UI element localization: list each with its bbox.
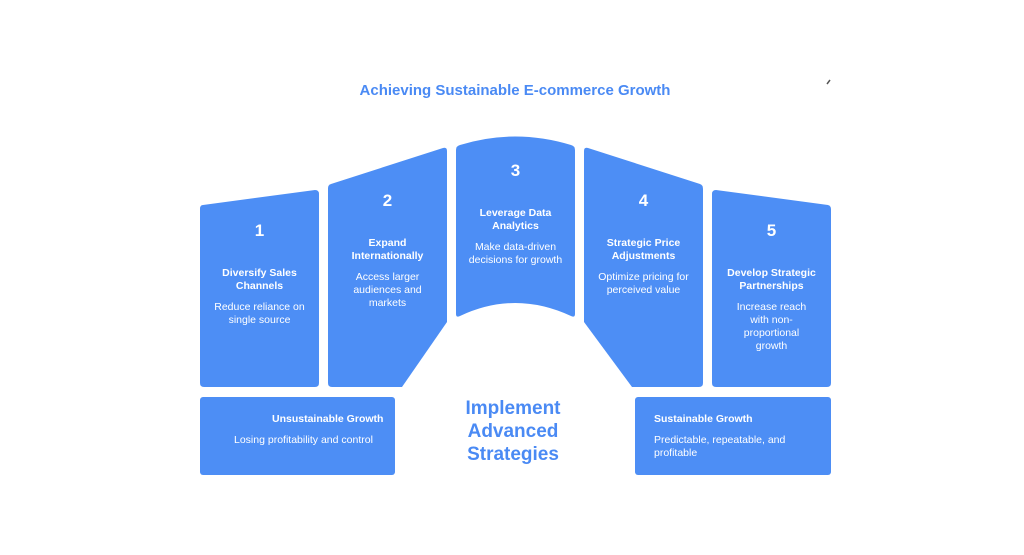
unsustainable-box-shape: [200, 397, 395, 475]
card-3-shape: [456, 136, 575, 317]
card-1: 1 Diversify Sales Channels Reduce relian…: [200, 221, 319, 327]
step-description: Make data-driven decisions for growth: [468, 241, 563, 266]
box-heading: Unsustainable Growth: [272, 413, 384, 425]
card-2: 2 Expand Internationally Access larger a…: [328, 191, 447, 310]
pen-mark-icon: [826, 79, 831, 85]
card-3: 3 Leverage Data Analytics Make data-driv…: [456, 161, 575, 267]
step-heading: Strategic Price Adjustments: [606, 237, 681, 262]
step-description: Reduce reliance on single source: [214, 301, 305, 326]
step-description: Access larger audiences and markets: [353, 271, 422, 309]
step-number: 2: [382, 191, 393, 210]
card-1-shape: [200, 190, 319, 387]
step-heading: Leverage Data Analytics: [479, 207, 552, 232]
sustainable-box-shape: [635, 397, 831, 475]
card-5: 5 Develop Strategic Partnerships Increas…: [712, 221, 831, 353]
card-2-shape: [328, 147, 447, 387]
card-4: 4 Strategic Price Adjustments Optimize p…: [584, 191, 703, 297]
box-description: Losing profitability and control: [234, 434, 373, 446]
step-number: 5: [766, 221, 777, 240]
step-number: 1: [254, 221, 265, 240]
step-number: 4: [638, 191, 649, 210]
step-heading: Develop Strategic Partnerships: [727, 267, 816, 292]
step-number: 3: [510, 161, 521, 180]
sustainable-growth-box: Sustainable Growth Predictable, repeatab…: [654, 413, 814, 460]
box-description: Predictable, repeatable, and profitable: [654, 434, 786, 459]
step-description: Optimize pricing for perceived value: [598, 271, 689, 296]
center-label: Implement Advanced Strategies: [465, 398, 561, 465]
card-4-shape: [584, 147, 703, 387]
unsustainable-growth-box: Unsustainable Growth Losing profitabilit…: [234, 413, 394, 447]
diagram-title: Achieving Sustainable E-commerce Growth: [359, 82, 671, 99]
step-description: Increase reach with non-proportional gro…: [736, 301, 807, 352]
box-heading: Sustainable Growth: [654, 413, 753, 425]
step-heading: Expand Internationally: [351, 237, 424, 262]
card-5-shape: [712, 190, 831, 387]
step-heading: Diversify Sales Channels: [222, 267, 297, 292]
